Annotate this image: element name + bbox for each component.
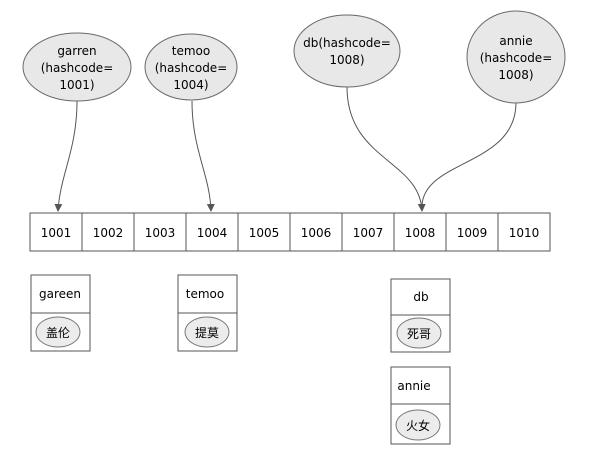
entry-node-annie: annie 火女 [390, 366, 451, 445]
bucket-cell-1006 [289, 212, 343, 252]
bubble-garren-line2: (hashcode= [41, 61, 114, 75]
bubble-annie-line1: annie [499, 34, 532, 48]
entry-node-temoo: temoo 提莫 [177, 274, 238, 352]
bucket-label-1007: 1007 [353, 226, 384, 240]
connector-temoo [191, 100, 215, 212]
bucket-cell-1004 [185, 212, 239, 252]
bubble-annie-line2: (hashcode= [480, 51, 553, 65]
bubble-temoo-line2: (hashcode= [155, 61, 228, 75]
entry-key-temoo: temoo [186, 287, 224, 301]
bubble-db-line2: 1008) [329, 53, 364, 67]
bucket-label-1002: 1002 [93, 226, 124, 240]
bucket-label-1010: 1010 [509, 226, 540, 240]
connector-annie [421, 102, 517, 206]
entry-key-annie: annie [397, 379, 430, 393]
bucket-label-1004: 1004 [197, 226, 228, 240]
bucket-cell-1007 [341, 212, 395, 252]
bucket-cell-1005 [237, 212, 291, 252]
bucket-cell-1002 [81, 212, 135, 252]
entry-node-db: db 死哥 [390, 278, 451, 353]
entry-key-db: db [413, 290, 428, 304]
bubble-annie-line3: 1008) [498, 68, 533, 82]
bucket-label-1003: 1003 [145, 226, 176, 240]
entry-value-annie: 火女 [406, 418, 430, 433]
bubble-temoo-line3: 1004) [173, 78, 208, 92]
connector-db [346, 86, 426, 212]
bucket-cell-1009 [445, 212, 499, 252]
bucket-label-1008: 1008 [405, 226, 436, 240]
entry-node-gareen: gareen 盖伦 [30, 274, 91, 352]
bucket-cell-1010 [497, 212, 551, 252]
bubble-annie: annie (hashcode= 1008) [466, 10, 566, 104]
bucket-cell-1008 [393, 212, 447, 252]
connector-garren [54, 100, 78, 212]
entry-value-db: 死哥 [407, 327, 431, 341]
bucket-cell-1003 [133, 212, 187, 252]
bubble-temoo: temoo (hashcode= 1004) [144, 33, 238, 101]
entry-value-temoo: 提莫 [195, 325, 219, 340]
bubble-garren-line1: garren [57, 44, 96, 58]
bubble-db: db(hashcode= 1008) [293, 14, 401, 88]
bucket-label-1006: 1006 [301, 226, 332, 240]
bucket-label-1005: 1005 [249, 226, 280, 240]
bucket-label-1001: 1001 [41, 226, 72, 240]
bucket-label-1009: 1009 [457, 226, 488, 240]
bubble-garren-line3: 1001) [59, 78, 94, 92]
bucket-array: 1001 1002 1003 1004 1005 1006 1007 1008 … [29, 212, 551, 252]
entry-value-gareen: 盖伦 [46, 325, 70, 340]
entry-key-gareen: gareen [39, 287, 81, 301]
bubble-db-line1: db(hashcode= [303, 36, 391, 50]
bubble-temoo-line1: temoo [172, 44, 210, 58]
bubble-garren: garren (hashcode= 1001) [22, 32, 132, 102]
